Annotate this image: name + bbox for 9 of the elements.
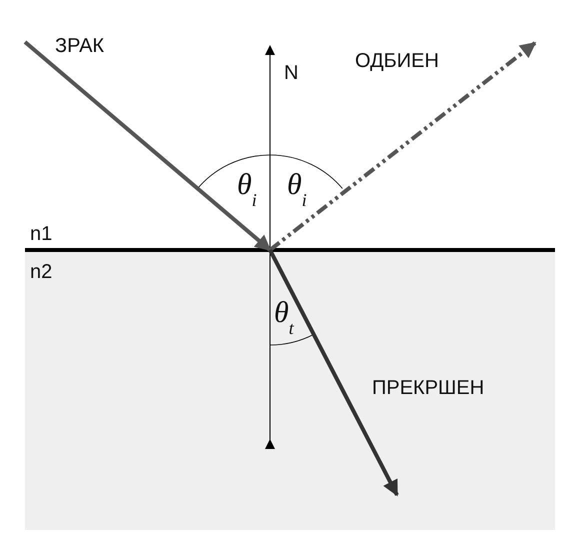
- medium-label: n2: [30, 262, 52, 282]
- ray-label: ОДБИЕН: [355, 51, 439, 71]
- ray-label: ПРЕКРШЕН: [372, 378, 484, 398]
- angle-label: θ$_{i}$: [237, 170, 257, 209]
- angle-label: θ$_{t}$: [274, 298, 294, 337]
- ray-label: ЗРАК: [55, 36, 104, 56]
- angle-label: θ$_{i}$: [287, 170, 307, 209]
- normal-label: N: [284, 63, 298, 83]
- medium-label: n1: [30, 224, 52, 244]
